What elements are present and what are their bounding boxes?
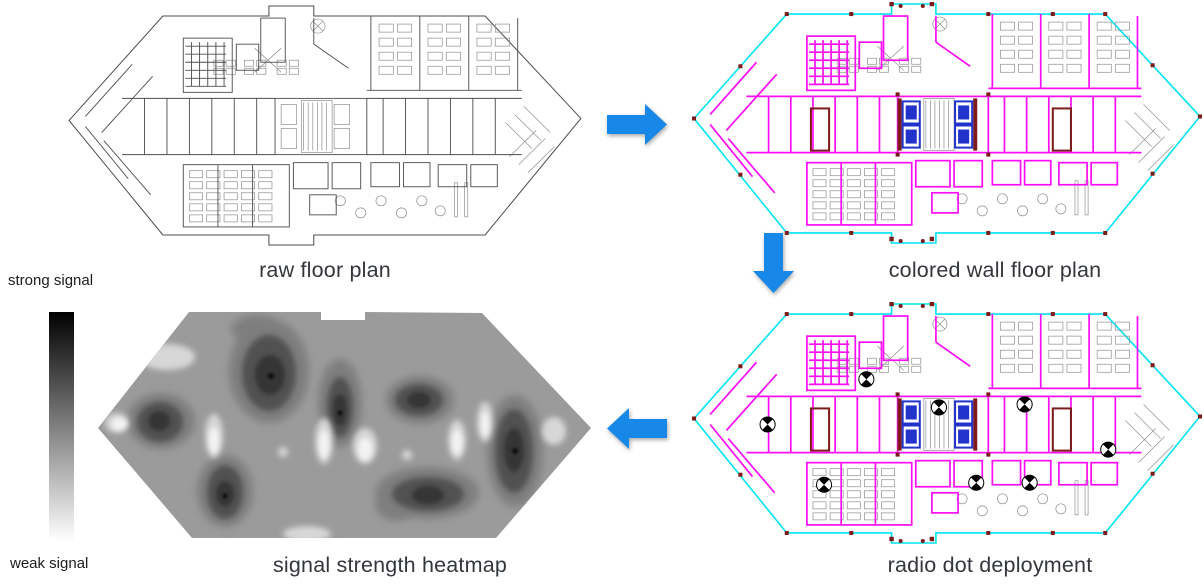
radio-dot-deployment-label: radio dot deployment [887, 553, 1093, 577]
signal-strength-heatmap-label: signal strength heatmap [272, 553, 508, 577]
colored-wall-floor-plan-image [692, 2, 1202, 244]
legend-strong-signal-label: strong signal [8, 272, 94, 289]
signal-strength-colorbar [49, 312, 74, 541]
raw-floor-plan-image [68, 5, 582, 246]
flow-arrow-right-icon [607, 104, 667, 145]
raw-floor-plan-label: raw floor plan [259, 258, 391, 282]
colored-wall-floor-plan-label: colored wall floor plan [888, 258, 1102, 282]
radio-dot-deployment-image [692, 302, 1202, 544]
flow-arrow-left-icon [607, 408, 667, 449]
legend-weak-signal-label: weak signal [10, 555, 89, 572]
flow-arrow-down-icon [753, 233, 794, 293]
signal-strength-heatmap-image [98, 312, 591, 538]
